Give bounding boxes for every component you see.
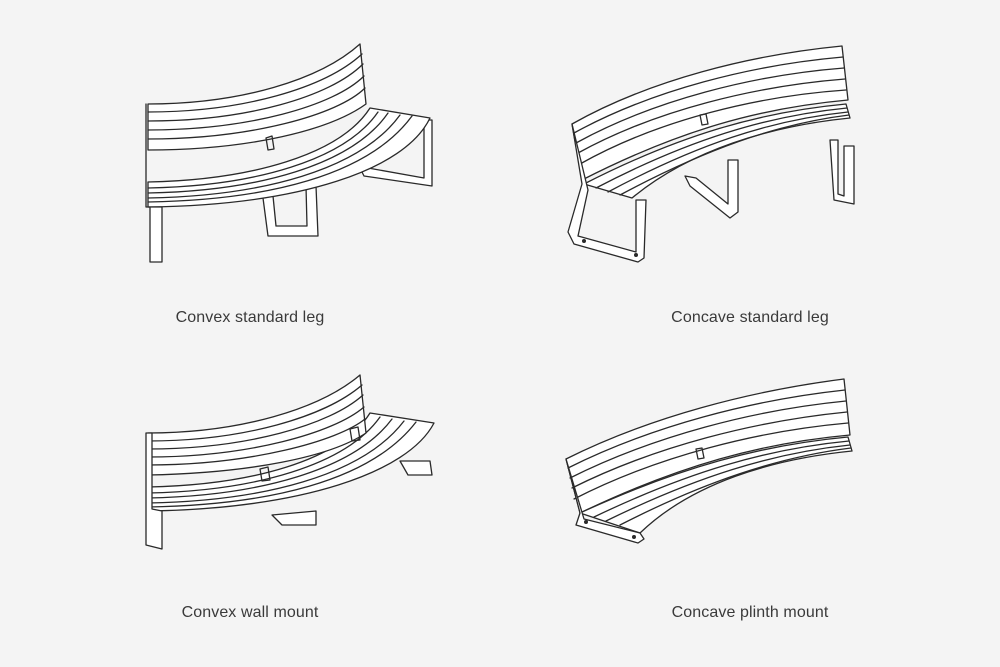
rear-leg	[684, 159, 739, 219]
front-leg	[567, 123, 647, 263]
convex-wall-mount-drawing	[145, 374, 435, 550]
bench-concave-standard-leg: Concave standard leg	[500, 0, 1000, 333]
end-leg	[829, 139, 855, 205]
bench-concave-plinth-mount: Concave plinth mount	[500, 333, 1000, 666]
backrest	[565, 378, 851, 514]
seat-surface	[147, 412, 435, 512]
wall-bracket	[271, 510, 317, 526]
convex-standard-leg-drawing	[145, 43, 433, 263]
wall-bracket	[399, 460, 433, 476]
end-panel	[145, 432, 163, 550]
caption: Concave plinth mount	[671, 604, 829, 621]
front-leg	[149, 206, 163, 263]
backrest	[147, 43, 367, 151]
caption: Convex wall mount	[181, 604, 319, 621]
concave-standard-leg-drawing	[567, 45, 855, 263]
bench-convex-wall-mount: Convex wall mount	[0, 333, 500, 666]
caption: Convex standard leg	[175, 309, 325, 326]
bench-convex-standard-leg: Convex standard leg	[0, 0, 500, 333]
concave-plinth-mount-drawing	[565, 378, 853, 544]
caption: Concave standard leg	[671, 309, 829, 326]
backrest	[147, 374, 367, 476]
